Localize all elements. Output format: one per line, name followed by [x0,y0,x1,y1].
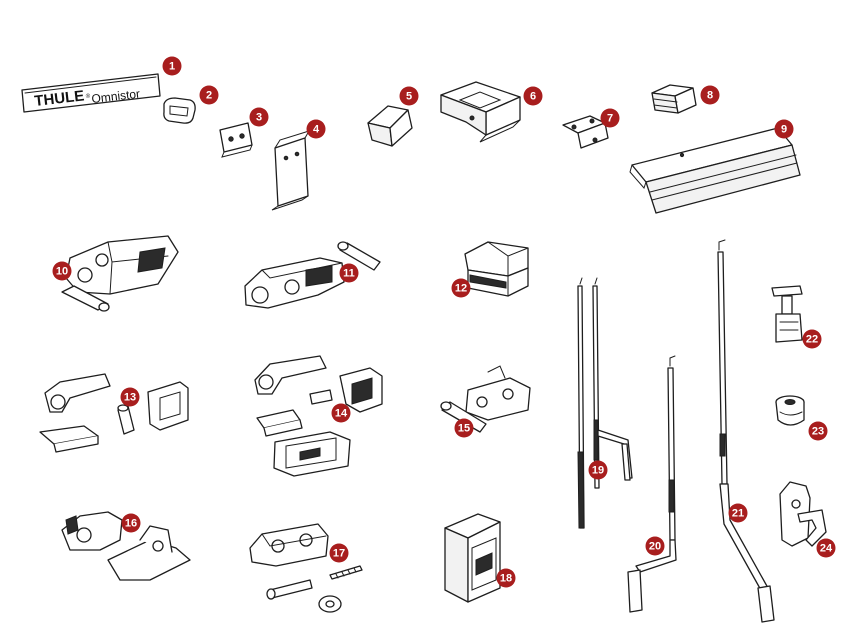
part-15-bracket-with-pin [440,365,531,433]
part-label-number-1: 1 [169,61,175,73]
part-label-number-3: 3 [256,112,262,124]
part-label-number-19: 19 [592,465,604,477]
part-label-number-12: 12 [455,283,467,295]
part-label-badge-12 [451,278,471,298]
part-16-joint-with-base [61,511,191,581]
part-label-badge-7 [600,108,620,128]
part-label-badge-24 [816,538,836,558]
part-2-rubber-ring [163,97,196,124]
part-13-arm-end-set [39,373,189,453]
part-label-number-4: 4 [313,124,320,136]
part-label-number-7: 7 [607,113,613,125]
part-5-channel-cap [367,105,413,147]
part-label-badge-16 [121,513,141,533]
part-6-mounting-bracket [440,81,521,143]
part-label-number-8: 8 [707,90,713,102]
part-22-t-knob [771,285,803,343]
part-label-number-5: 5 [406,91,412,103]
part-10-arm-joint [61,235,179,312]
part-label-number-9: 9 [781,124,787,136]
part-label-badge-5 [399,86,419,106]
part-label-badge-1 [162,56,182,76]
part-label-badge-8 [700,85,720,105]
part-24-hook-bracket [779,481,827,547]
part-label-badge-10 [52,261,72,281]
part-label-number-21: 21 [732,508,744,520]
part-18-handle-block [444,513,501,603]
part-label-number-15: 15 [458,423,470,435]
logo-brand: THULE [34,87,86,110]
part-label-badge-17 [329,543,349,563]
part-label-number-17: 17 [333,548,345,560]
part-20-crank-handle [627,355,677,613]
part-12-clamp [464,241,529,297]
part-14-arm-end-set [254,355,383,477]
part-label-number-20: 20 [649,541,661,553]
part-17-bracket-bolts [249,523,363,613]
part-label-number-22: 22 [806,334,818,346]
part-4-wall-plate [271,130,311,211]
part-3-small-plate [219,122,253,158]
part-label-badge-4 [306,119,326,139]
part-23-round-knob [775,395,805,426]
part-label-badge-11 [339,263,359,283]
part-label-badge-22 [802,329,822,349]
part-19-twin-rods [577,277,633,529]
part-label-number-23: 23 [812,426,824,438]
part-label-number-13: 13 [124,392,136,404]
part-1-logo-plate: THULE ® Omnistor [21,73,161,113]
part-label-badge-3 [249,107,269,127]
logo-registered-mark: ® [85,92,91,100]
part-9-long-rail [629,127,801,214]
part-label-number-11: 11 [343,268,355,280]
part-label-badge-14 [331,403,351,423]
part-label-badge-18 [496,568,516,588]
part-label-number-6: 6 [530,91,536,103]
part-label-number-2: 2 [206,90,212,102]
part-label-badge-21 [728,503,748,523]
part-label-badge-9 [774,119,794,139]
part-11-arm-joint [244,241,381,309]
part-label-badge-2 [199,85,219,105]
part-label-badge-15 [454,418,474,438]
part-label-badge-23 [808,421,828,441]
part-8-folded-profile [651,84,697,114]
part-label-number-24: 24 [820,543,833,555]
part-21-long-crank [717,239,775,623]
part-label-number-14: 14 [335,408,348,420]
part-label-number-16: 16 [125,518,137,530]
part-label-number-18: 18 [500,573,512,585]
part-label-badge-20 [645,536,665,556]
part-label-badge-19 [588,460,608,480]
part-label-badge-6 [523,86,543,106]
logo-product-name: Omnistor [91,87,141,106]
part-label-number-10: 10 [56,266,68,278]
part-label-badge-13 [120,387,140,407]
